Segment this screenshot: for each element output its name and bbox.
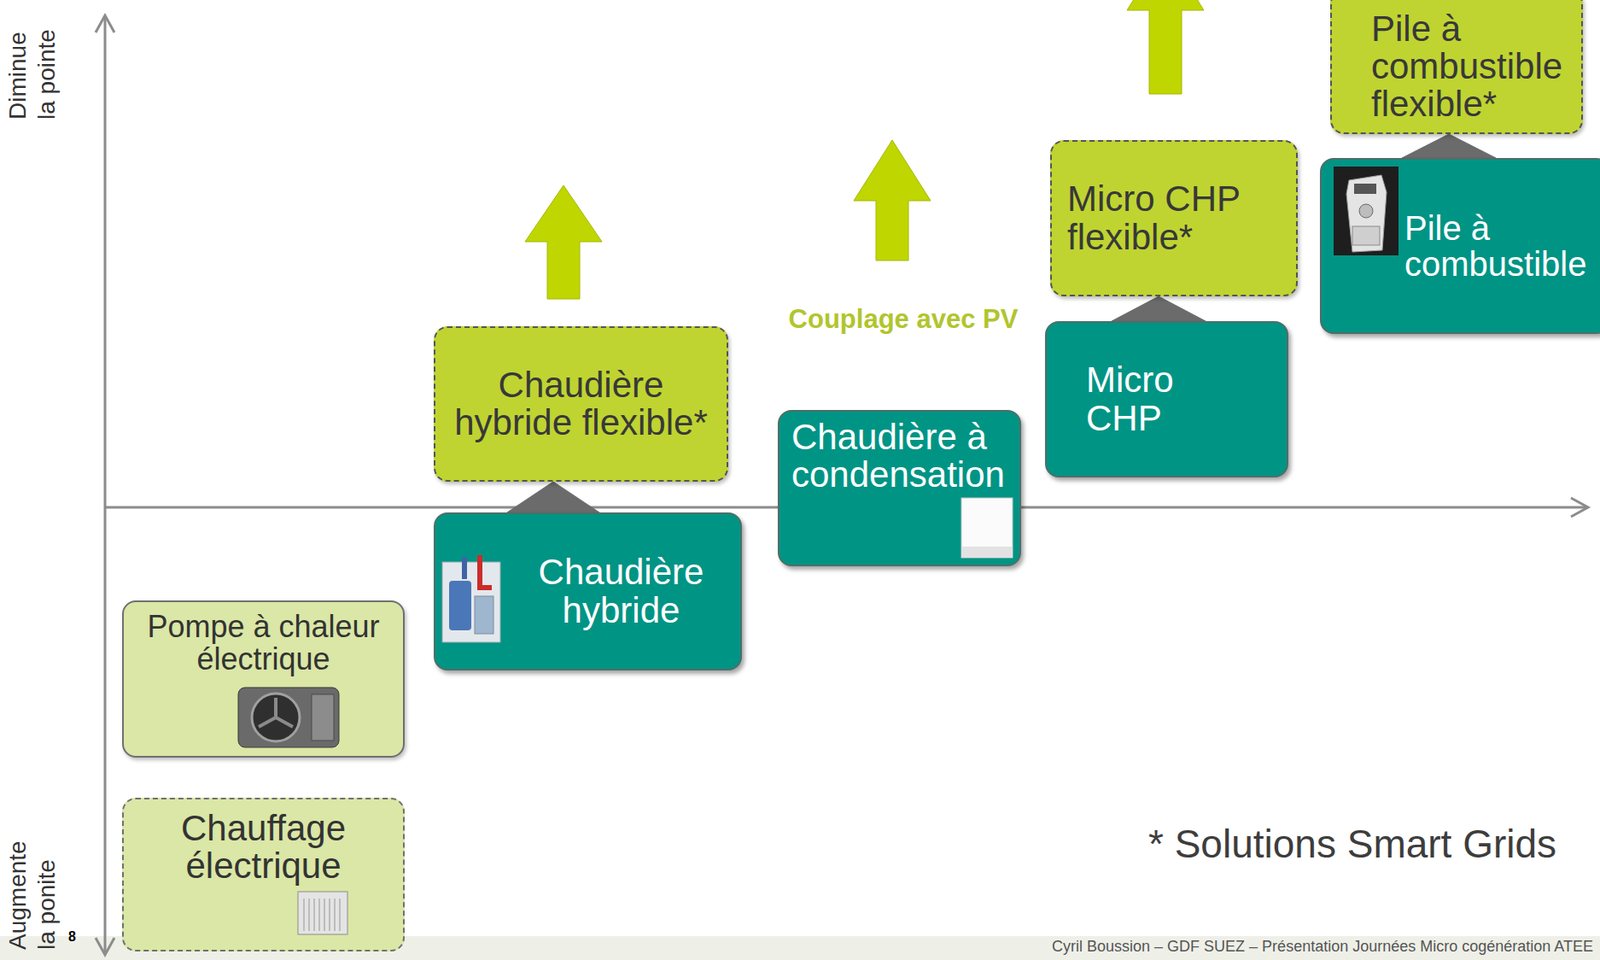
product-box: Chaudière à condensation [777, 409, 1022, 567]
box-label: Micro CHP [1086, 361, 1244, 437]
upgrade-arrow [1401, 134, 1496, 158]
radiator-fins [303, 898, 340, 931]
fuel-cell-detail [1352, 226, 1380, 246]
box-label: Chaudière hybride [510, 553, 732, 629]
box-label: Chauffage électrique [132, 809, 395, 885]
axis-arrowhead [1570, 497, 1589, 517]
footnote: * Solutions Smart Grids [1148, 821, 1593, 867]
upgrade-arrow [507, 481, 600, 513]
fan-blades [258, 697, 293, 727]
axis-label: Diminue la pointe [3, 17, 61, 120]
smart-grid-box: Chaudière hybride flexible* [433, 326, 729, 482]
axis-arrowhead [95, 937, 115, 955]
hybrid-pipe [461, 556, 468, 579]
product-picture [960, 496, 1014, 559]
product-picture [1333, 166, 1399, 256]
smart-grid-box: Micro CHP flexible* [1050, 140, 1298, 297]
boiler-base [961, 546, 1013, 558]
axis-label: Augmente la ponite [3, 829, 61, 950]
product-picture [236, 683, 345, 751]
product-picture [440, 553, 503, 644]
box-label: Chaudière hybride flexible* [443, 366, 719, 442]
hybrid-tank [449, 580, 472, 631]
boiler-body [961, 497, 1013, 558]
product-box: Pile à combustible [1319, 157, 1600, 334]
up-arrow [1127, 0, 1204, 94]
smart-grid-box: Pile à combustible flexible* [1330, 0, 1583, 135]
footer-credit: Cyril Boussion – GDF SUEZ – Présentation… [751, 937, 1594, 956]
radiator-body [297, 891, 348, 935]
annotation: Couplage avec PV [775, 303, 1032, 335]
hybrid-pipe [479, 554, 492, 588]
product-box: Micro CHP [1045, 321, 1289, 478]
electric-box: Chauffage électrique [122, 797, 405, 952]
hybrid-unit [474, 595, 494, 634]
picture-ground [1333, 166, 1399, 256]
heat-pump-panel [311, 694, 334, 741]
heat-pump-fan [251, 693, 300, 742]
product-picture [297, 887, 349, 938]
box-label: Pile à combustible [1404, 210, 1592, 282]
electric-box: Pompe à chaleur électrique [122, 600, 405, 758]
heat-pump-casing [238, 687, 339, 748]
upgrade-arrow [1111, 296, 1206, 322]
up-arrow [853, 140, 931, 261]
fuel-cell-panel [1354, 183, 1377, 194]
fuel-cell-body [1346, 175, 1387, 252]
box-label: Micro CHP flexible* [1067, 180, 1288, 256]
up-arrow [525, 185, 602, 299]
box-label: Pile à combustible flexible* [1371, 10, 1573, 123]
product-box: Chaudière hybride [433, 512, 742, 671]
hybrid-casing [442, 561, 501, 643]
box-label: Pompe à chaleur électrique [132, 610, 395, 676]
fuel-cell-detail [1359, 204, 1373, 218]
axis-arrowhead [95, 15, 115, 33]
vertical-axis [104, 17, 107, 953]
box-label: Chaudière à condensation [791, 418, 1011, 494]
page-number: 8 [68, 928, 89, 945]
